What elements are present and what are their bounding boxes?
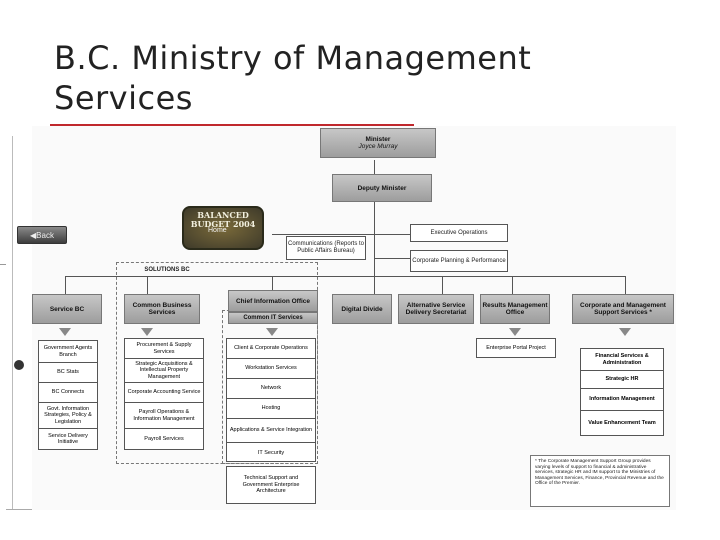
unit-alternative-service-delivery: Alternative Service Delivery Secretariat: [398, 294, 474, 324]
minister-box: Minister Joyce Murray: [320, 128, 436, 158]
unit-digital-divide: Digital Divide: [332, 294, 392, 324]
budget-line-2: BUDGET 2004: [190, 219, 256, 229]
down-arrow-icon: [266, 328, 278, 336]
deputy-minister-label: Deputy Minister: [357, 184, 407, 192]
list-item: Information Management: [581, 389, 663, 411]
communications-label: Communications (Reports to Public Affair…: [287, 241, 365, 254]
unit-service-bc: Service BC: [32, 294, 102, 324]
corporate-services-list: Financial Services & Administration Stra…: [580, 348, 664, 436]
list-item: Strategic HR: [581, 371, 663, 389]
connector: [374, 160, 375, 294]
connector: [65, 276, 625, 277]
corporate-planning-box: Corporate Planning & Performance: [410, 250, 508, 272]
common-it-services-bar: Common IT Services: [228, 312, 318, 324]
deputy-minister-box: Deputy Minister: [332, 174, 432, 202]
corporate-planning-label: Corporate Planning & Performance: [412, 257, 506, 264]
bullet-point: [14, 360, 24, 370]
communications-box: Communications (Reports to Public Affair…: [286, 236, 366, 260]
list-item: Procurement & Supply Services: [125, 339, 203, 359]
list-item: IT Security: [257, 449, 285, 456]
list-item: Network: [227, 379, 315, 399]
footnote: * The Corporate Management Support Group…: [530, 455, 670, 507]
unit-label: Alternative Service Delivery Secretariat: [405, 302, 467, 316]
list-item: Government Agents Branch: [39, 341, 97, 363]
list-item: Workstation Services: [227, 359, 315, 379]
budget-line-1: BALANCED: [197, 210, 249, 220]
list-item: Strategic Acquisitions & Intellectual Pr…: [125, 359, 203, 383]
unit-label: Corporate and Management Support Service…: [580, 302, 666, 316]
left-decoration: [0, 136, 13, 510]
unit-label: Common Business Services: [132, 302, 192, 316]
connector: [272, 234, 412, 235]
unit-common-business-services: Common Business Services: [124, 294, 200, 324]
connector: [442, 276, 443, 294]
solutions-bc-label: SOLUTIONS BC: [144, 267, 190, 273]
left-dash: [0, 264, 6, 265]
cio-list: Client & Corporate Operations Workstatio…: [226, 338, 316, 462]
unit-results-management-office: Results Management Office: [480, 294, 550, 324]
common-it-label: Common IT Services: [243, 314, 303, 321]
list-item: Value Enhancement Team: [588, 419, 656, 426]
minister-label: Minister: [365, 136, 391, 143]
enterprise-portal-box: Enterprise Portal Project: [476, 338, 556, 358]
list-item: Govt. Information Strategies, Policy & L…: [39, 403, 97, 429]
list-item: Financial Services & Administration: [581, 349, 663, 371]
service-bc-list: Government Agents Branch BC Stats BC Con…: [38, 340, 98, 450]
unit-corporate-management-support: Corporate and Management Support Service…: [572, 294, 674, 324]
list-item: BC Stats: [39, 363, 97, 383]
title-underline: [50, 124, 414, 127]
executive-operations-label: Executive Operations: [430, 229, 488, 236]
list-item: Enterprise Portal Project: [486, 344, 546, 351]
down-arrow-icon: [619, 328, 631, 336]
down-arrow-icon: [509, 328, 521, 336]
unit-label: Service BC: [49, 305, 85, 313]
unit-chief-information-office: Chief Information Office: [228, 290, 318, 312]
list-item: Applications & Service Integration: [227, 419, 315, 443]
list-item: Client & Corporate Operations: [227, 339, 315, 359]
connector: [625, 276, 626, 294]
connector: [272, 276, 273, 294]
down-arrow-icon: [141, 328, 153, 336]
common-business-list: Procurement & Supply Services Strategic …: [124, 338, 204, 450]
org-chart: SOLUTIONS BC Minister Joyce Murray Deput…: [32, 126, 676, 510]
list-item: Service Delivery Initiative: [48, 432, 88, 446]
technical-support-box: Technical Support and Government Enterpr…: [226, 466, 316, 504]
list-item: Hosting: [227, 399, 315, 419]
connector: [512, 276, 513, 294]
connector: [147, 276, 148, 294]
minister-name: Joyce Murray: [358, 143, 398, 150]
executive-operations-box: Executive Operations: [410, 224, 508, 242]
connector: [374, 258, 410, 259]
unit-label: Results Management Office: [482, 302, 548, 316]
list-item: BC Connects: [39, 383, 97, 403]
list-item: Payroll Services: [144, 435, 184, 442]
down-arrow-icon: [59, 328, 71, 336]
unit-label: Chief Information Office: [235, 297, 311, 305]
connector: [65, 276, 66, 294]
list-item: Payroll Operations & Information Managem…: [125, 403, 203, 429]
balanced-budget-home-button[interactable]: BALANCED BUDGET 2004: [182, 206, 264, 250]
list-item: Technical Support and Government Enterpr…: [242, 475, 300, 495]
back-button[interactable]: ◀Back: [17, 226, 67, 244]
unit-label: Digital Divide: [341, 305, 383, 313]
slide-title: B.C. Ministry of Management Services: [54, 39, 532, 117]
list-item: Corporate Accounting Service: [125, 383, 203, 403]
home-link[interactable]: Home: [208, 227, 227, 234]
